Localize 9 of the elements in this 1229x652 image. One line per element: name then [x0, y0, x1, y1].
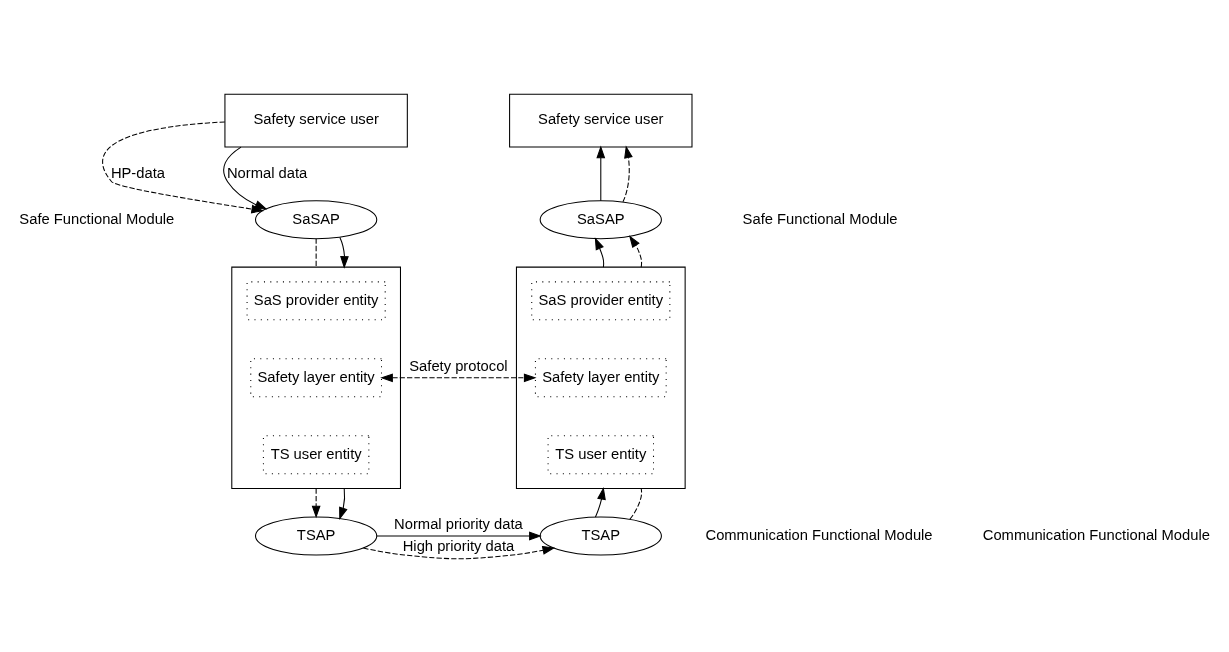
- label: Safe Functional Module: [742, 210, 898, 227]
- edge-label: High priority data: [402, 537, 515, 554]
- edge-label: HP-data: [110, 164, 166, 181]
- label: Communication Functional Module: [705, 526, 933, 543]
- edge-label: Safety protocol: [409, 357, 508, 374]
- edge-label: Normal data: [226, 164, 308, 181]
- label: Safe Functional Module: [19, 210, 175, 227]
- label: Communication Functional Module: [982, 526, 1210, 543]
- edge-label: Normal priority data: [394, 515, 523, 532]
